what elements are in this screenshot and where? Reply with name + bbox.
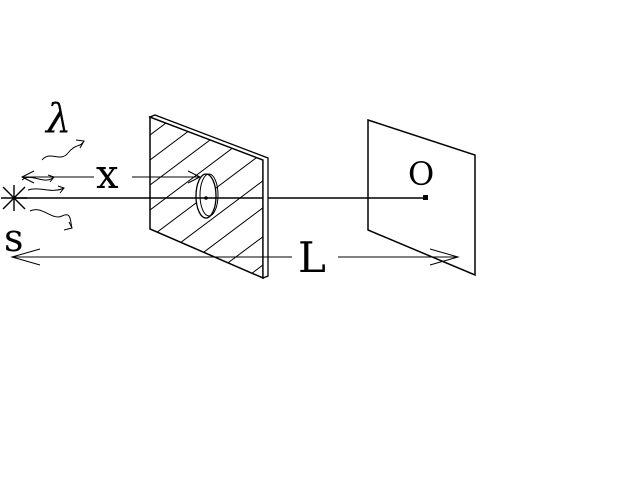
x-label: x xyxy=(96,152,119,198)
wavelength-label: λ xyxy=(44,96,71,142)
observation-screen xyxy=(367,118,476,277)
wave-arrows xyxy=(21,139,85,231)
x-dimension-arrow xyxy=(20,170,202,184)
observation-point-label: O xyxy=(408,155,434,193)
L-label: L xyxy=(298,233,326,282)
aperture-screen xyxy=(148,114,269,280)
observation-point-marker xyxy=(423,195,428,200)
source-label: s xyxy=(4,216,24,260)
L-dimension-arrow xyxy=(10,248,460,266)
aperture-hole xyxy=(195,173,217,219)
